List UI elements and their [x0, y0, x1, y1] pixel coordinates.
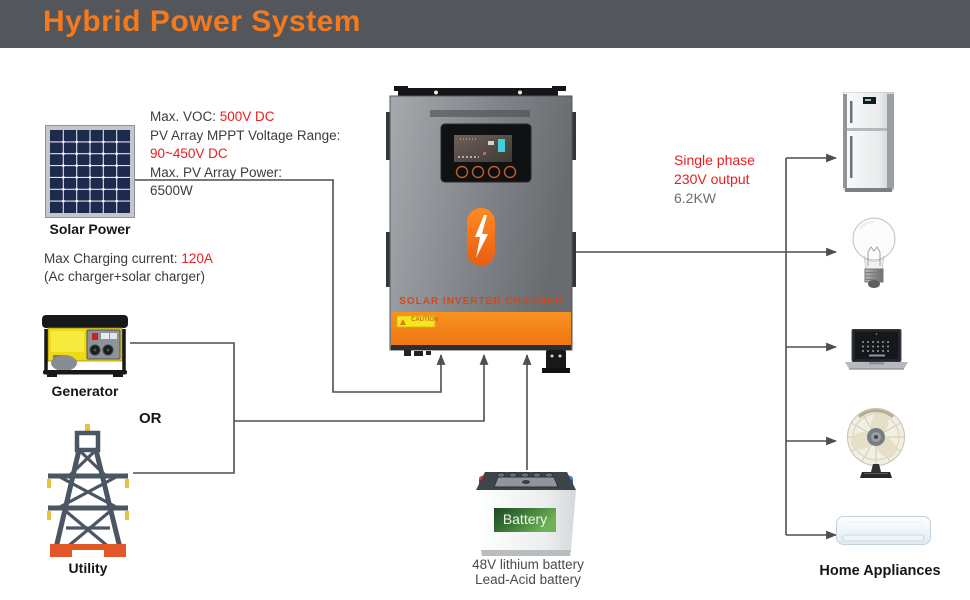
battery-caption-line2: Lead-Acid battery: [475, 571, 581, 587]
home-appliances-label: Home Appliances: [819, 563, 941, 579]
output-specs: Single phase 230V output 6.2KW: [674, 151, 755, 208]
inverter-brand-text: SOLAR INVERTER CHARGER: [399, 296, 563, 307]
output-power: 6.2KW: [674, 190, 717, 206]
desk-fan-icon: [845, 407, 907, 484]
solar-specs: Max. VOC: 500V DC PV Array MPPT Voltage …: [150, 108, 340, 201]
output-voltage: 230V output: [674, 171, 750, 187]
generator-label: Generator: [51, 383, 119, 399]
solar-panel-icon: [45, 125, 135, 223]
spec-max-power-value: 6500W: [150, 183, 193, 199]
utility-label: Utility: [68, 560, 108, 576]
spec-mppt-range-value: 90~450V DC: [150, 146, 228, 162]
charging-note: (Ac charger+solar charger): [44, 268, 205, 284]
battery-sticker-label: Battery: [502, 511, 548, 527]
spec-max-voc: Max. VOC: 500V DC: [150, 109, 275, 124]
caution-sticker-text: CAUTION: [411, 317, 439, 323]
refrigerator-icon: [842, 91, 895, 198]
battery-caption-line1: 48V lithium battery: [472, 557, 584, 572]
title-bar: [0, 0, 970, 48]
output-phase: Single phase: [674, 152, 755, 168]
page-title: Hybrid Power System: [43, 5, 361, 38]
light-bulb-icon: [852, 214, 896, 297]
utility-tower-icon: [44, 424, 132, 563]
charging-specs: Max Charging current: 120A (Ac charger+s…: [44, 250, 213, 285]
spec-mppt-range-label: PV Array MPPT Voltage Range:: [150, 127, 341, 143]
battery-caption: 48V lithium battery Lead-Acid battery: [448, 557, 608, 587]
solar-power-label: Solar Power: [49, 221, 131, 237]
wire-generator-utility-junction: [130, 342, 235, 474]
battery-icon: [468, 468, 584, 563]
spec-max-power-label: Max. PV Array Power:: [150, 164, 283, 180]
or-label: OR: [139, 410, 162, 427]
charging-current-line: Max Charging current: 120A: [44, 251, 213, 266]
solar-inverter-icon: SOLAR INVERTER CHARGER CAUTION: [384, 84, 578, 384]
generator-icon: [39, 309, 131, 384]
laptop-icon: [845, 328, 908, 375]
air-conditioner-icon: [836, 516, 931, 552]
